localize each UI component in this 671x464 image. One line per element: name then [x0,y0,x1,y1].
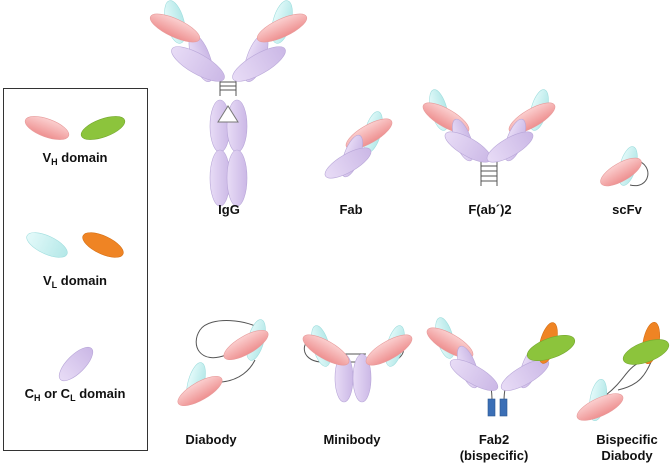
label-fab2prime: F(ab´)2 [468,202,511,217]
vl2-domain-swatch [82,232,124,258]
label-igg: IgG [218,202,240,217]
bispecific-diabody-structure [576,321,670,422]
fab-structure [324,111,393,179]
diabody-structure [177,319,269,407]
fab2-bispecific-structure [426,317,576,417]
legend-constant-label: CH or CL domain [25,386,126,403]
legend-vh-label: VH domain [42,150,107,167]
label-fab2-line2: (bispecific) [460,448,529,463]
scfv-structure [600,146,649,187]
igg-structure [149,0,308,207]
minibody-structure [302,325,413,403]
vh-domain-swatch [24,116,70,140]
constant-domain-swatch [58,346,94,382]
label-scfv: scFv [612,202,642,217]
label-minibody: Minibody [323,432,381,447]
legend-vl-label: VL domain [43,273,107,290]
legend-box [3,88,148,451]
vh2-domain-swatch [80,116,126,140]
vl-domain-swatch [26,232,68,258]
fab2prime-structure [422,89,556,186]
legend: VH domain VL domain CH or CL domain [3,88,148,451]
label-diabody: Diabody [185,432,237,447]
label-fab2-line1: Fab2 [479,432,509,447]
label-bispecific-line1: Bispecific [596,432,657,447]
label-bispecific-line2: Diabody [601,448,653,463]
label-fab: Fab [339,202,362,217]
